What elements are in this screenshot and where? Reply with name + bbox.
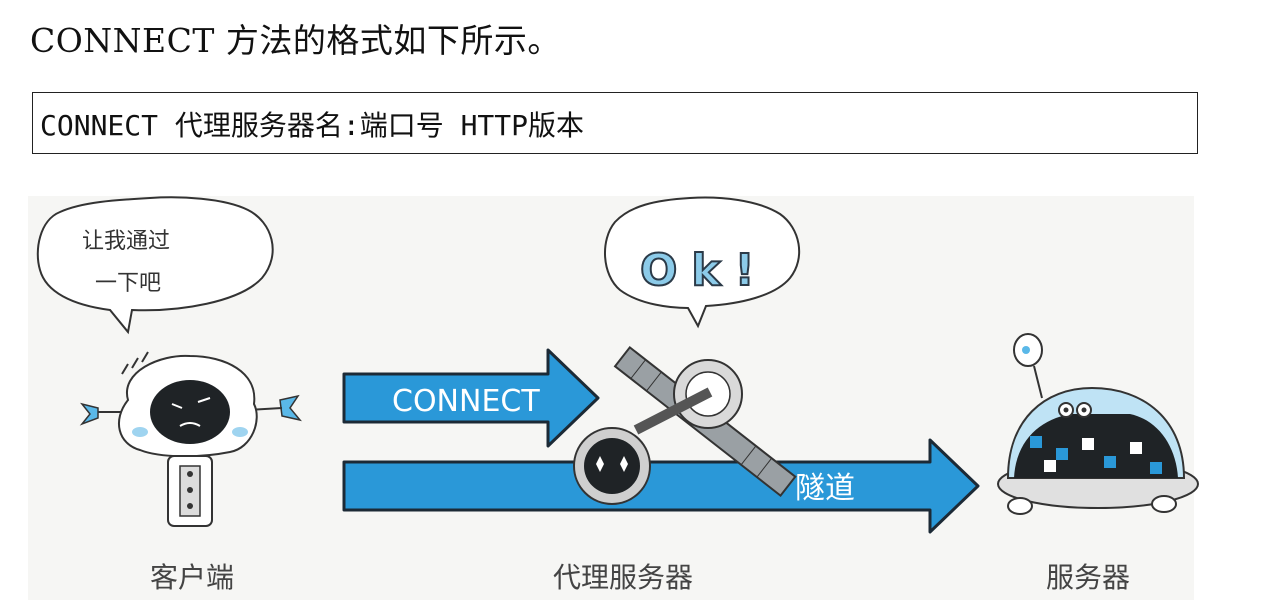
client-label: 客户端 xyxy=(150,561,235,594)
client-robot-icon xyxy=(79,351,302,527)
proxy-bubble-text: Ok! xyxy=(640,245,769,296)
proxy-server-label: 代理服务器 xyxy=(553,561,694,594)
connect-format-line: CONNECT 代理服务器名:端口号 HTTP版本 xyxy=(40,109,585,142)
client-speech-bubble: 让我通过 一下吧 xyxy=(36,196,274,335)
server-label: 服务器 xyxy=(1046,561,1131,594)
connect-format-box: CONNECT 代理服务器名:端口号 HTTP版本 xyxy=(32,92,1198,154)
proxy-speech-bubble: Ok! xyxy=(604,196,800,329)
client-bubble-line2: 一下吧 xyxy=(95,271,161,296)
client-bubble-line1: 让我通过 xyxy=(82,229,170,254)
tunnel-arrow: 隧道 xyxy=(342,438,980,534)
tunnel-arrow-label: 隧道 xyxy=(795,471,855,506)
connect-arrow: CONNECT xyxy=(342,348,600,448)
intro-text: CONNECT 方法的格式如下所示。 xyxy=(30,21,561,60)
proxy-server-icon xyxy=(573,345,797,505)
connect-arrow-label: CONNECT xyxy=(392,384,540,419)
server-robot-icon xyxy=(997,333,1199,515)
